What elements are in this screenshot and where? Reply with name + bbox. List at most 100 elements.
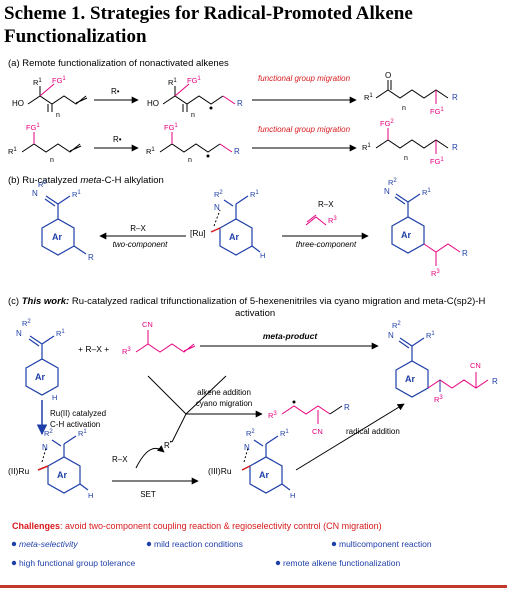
svg-text:R1: R1 (78, 429, 87, 438)
svg-text:R2: R2 (392, 321, 401, 330)
a-row1-product (375, 80, 449, 104)
feature-mild: mild reaction conditions (154, 539, 243, 549)
svg-text:R1: R1 (72, 190, 81, 199)
section-c-label-line2: activation (235, 308, 276, 319)
svg-text:R1: R1 (33, 78, 42, 87)
svg-text:n: n (50, 157, 54, 164)
svg-text:R1: R1 (8, 147, 17, 156)
svg-text:meta-product: meta-product (263, 331, 318, 341)
svg-text:O: O (385, 71, 391, 80)
svg-text:R: R (237, 99, 243, 108)
svg-text:N: N (384, 187, 390, 196)
svg-text:functional group migration: functional group migration (258, 125, 351, 134)
svg-text:FG1: FG1 (187, 76, 201, 85)
svg-text:R: R (452, 143, 458, 152)
svg-text:(III)Ru: (III)Ru (208, 466, 232, 476)
svg-text:n: n (188, 157, 192, 164)
svg-text:two-component: two-component (113, 240, 168, 249)
svg-text:R2: R2 (22, 319, 31, 328)
svg-text:Ar: Ar (35, 372, 45, 382)
svg-text:n: n (56, 112, 60, 119)
svg-text:FG1: FG1 (430, 107, 444, 116)
svg-text:Ar: Ar (259, 470, 269, 480)
svg-text:Ar: Ar (401, 230, 411, 240)
svg-text:R–X: R–X (112, 455, 128, 464)
feature-multicomponent: multicomponent reaction (339, 539, 432, 549)
svg-text:R2: R2 (38, 180, 47, 189)
svg-text:R1: R1 (280, 429, 289, 438)
a-row1-substrate (27, 83, 88, 112)
svg-text:R1: R1 (426, 331, 435, 340)
svg-text:R•: R• (113, 135, 122, 144)
svg-text:R: R (234, 147, 240, 156)
svg-text:cyano migration: cyano migration (196, 399, 252, 408)
c-ru2-complex (47, 435, 89, 494)
svg-text:SET: SET (140, 490, 156, 499)
bottom-rule (0, 585, 507, 588)
svg-text:N: N (16, 329, 22, 338)
a-row2-product (375, 128, 449, 154)
svg-text:CN: CN (142, 320, 153, 329)
feature-tolerance: high functional group tolerance (19, 558, 136, 568)
svg-text:R1: R1 (56, 329, 65, 338)
svg-text:R: R (344, 403, 350, 412)
svg-text:R: R (462, 249, 468, 258)
svg-text:FG2: FG2 (380, 119, 394, 128)
svg-text:R: R (492, 377, 498, 386)
svg-text:HO: HO (147, 99, 159, 108)
svg-text:[Ru]: [Ru] (190, 228, 206, 238)
svg-text:H: H (88, 491, 93, 500)
a1-ho: HO (12, 99, 24, 108)
svg-text:Ar: Ar (57, 470, 67, 480)
svg-text:alkene addition: alkene addition (197, 388, 251, 397)
svg-text:FG1: FG1 (430, 157, 444, 166)
svg-text:H: H (52, 393, 57, 402)
svg-text:N: N (214, 203, 220, 212)
svg-text:R2: R2 (246, 429, 255, 438)
svg-text:FG1: FG1 (164, 123, 178, 132)
svg-text:R•: R• (164, 440, 172, 450)
c-plus-rx: + R–X + (78, 344, 109, 354)
c-radical-addition-arrow (295, 403, 405, 471)
svg-text:FG1: FG1 (26, 123, 40, 132)
a1-fg-migration: functional group migration (258, 74, 351, 83)
svg-text:n: n (191, 112, 195, 119)
svg-text:radical addition: radical addition (346, 427, 400, 436)
svg-text:R3: R3 (268, 411, 277, 420)
c-substrate-imine (25, 335, 59, 396)
svg-text:H: H (260, 251, 265, 260)
scheme-title: Scheme 1. Strategies for Radical-Promote… (4, 3, 413, 47)
svg-text:R1: R1 (362, 143, 371, 152)
section-c-label: (c) This work: Ru-catalyzed radical trif… (8, 296, 486, 307)
svg-text:R2: R2 (214, 190, 223, 199)
feature-remote: remote alkene functionalization (283, 558, 400, 568)
svg-text:R: R (88, 253, 94, 262)
svg-text:R3: R3 (122, 347, 131, 356)
svg-text:R1: R1 (250, 190, 259, 199)
svg-text:R1: R1 (168, 78, 177, 87)
svg-text:FG1: FG1 (52, 76, 66, 85)
b-left-product (41, 195, 87, 256)
c-ru3-complex (249, 435, 291, 494)
a-row2-intermediate (159, 132, 233, 153)
svg-text:Ar: Ar (405, 374, 415, 384)
c-radical-intermediate (281, 405, 343, 424)
svg-text:H: H (290, 491, 295, 500)
svg-text:R1: R1 (364, 93, 373, 102)
svg-text:N: N (388, 331, 394, 340)
svg-text:Ar: Ar (229, 232, 239, 242)
svg-text:Ar: Ar (52, 232, 62, 242)
svg-text:three-component: three-component (296, 240, 357, 249)
svg-text:R2: R2 (44, 429, 53, 438)
svg-text:R3: R3 (431, 269, 440, 278)
svg-text:R: R (452, 93, 458, 102)
svg-text:R1: R1 (146, 147, 155, 156)
svg-text:N: N (32, 189, 38, 198)
svg-text:Ru(II) catalyzed: Ru(II) catalyzed (50, 409, 106, 418)
b-right-product (391, 193, 425, 254)
svg-text:R1: R1 (422, 188, 431, 197)
svg-text:n: n (404, 155, 408, 162)
challenges-line: Challenges: avoid two-component coupling… (12, 521, 382, 531)
c-hexenenitrile (135, 330, 196, 353)
